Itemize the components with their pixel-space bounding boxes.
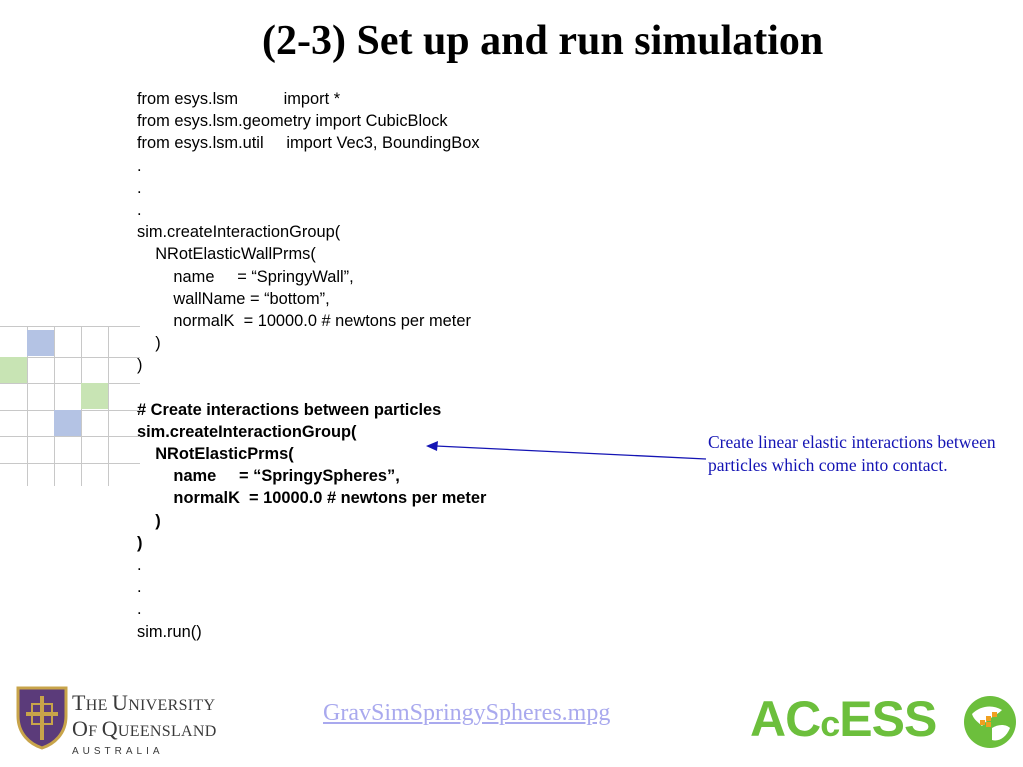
code-line: name = “SpringySpheres”,: [137, 467, 400, 486]
video-link[interactable]: GravSimSpringySpheres.mpg: [323, 700, 611, 726]
decorative-grid: [0, 326, 140, 486]
code-line: .: [137, 200, 142, 219]
code-block: from esys.lsm import * from esys.lsm.geom…: [137, 88, 486, 643]
code-line: from esys.lsm import *: [137, 90, 341, 108]
code-line: sim.run(): [137, 622, 202, 641]
code-line: # Create interactions between particles: [137, 400, 442, 419]
code-line: normalK = 10000.0 # newtons per meter: [137, 311, 471, 330]
code-line: from esys.lsm.geometry import CubicBlock: [137, 112, 448, 131]
code-line: .: [137, 178, 142, 197]
code-line: NRotElasticPrms(: [137, 445, 294, 463]
code-line: sim.createInteractionGroup(: [137, 422, 357, 441]
code-line: sim.createInteractionGroup(: [137, 223, 341, 242]
code-line: ): [137, 334, 161, 353]
code-line: .: [137, 600, 142, 619]
slide-title: (2-3) Set up and run simulation: [262, 18, 824, 64]
access-logo: ACcESS: [750, 691, 937, 747]
code-line: normalK = 10000.0 # newtons per meter: [137, 489, 487, 508]
code-line: .: [137, 578, 142, 597]
annotation-text: Create linear elastic interactions betwe…: [708, 432, 996, 475]
uq-logo-text: THE UNIVERSITY OF QUEENSLAND AUSTRALIA: [72, 690, 217, 757]
globe-icon: [964, 696, 1016, 748]
code-line: ): [137, 356, 143, 375]
code-line: .: [137, 156, 142, 175]
uq-crest-icon: [16, 686, 68, 750]
code-line: name = “SpringyWall”,: [137, 267, 354, 286]
code-line: NRotElasticWallPrms(: [137, 245, 316, 264]
code-line: from esys.lsm.util import Vec3, Bounding…: [137, 134, 480, 153]
code-line: ): [137, 511, 161, 530]
code-line: .: [137, 555, 142, 574]
code-line: ): [137, 533, 143, 552]
code-line: wallName = “bottom”,: [137, 289, 330, 308]
